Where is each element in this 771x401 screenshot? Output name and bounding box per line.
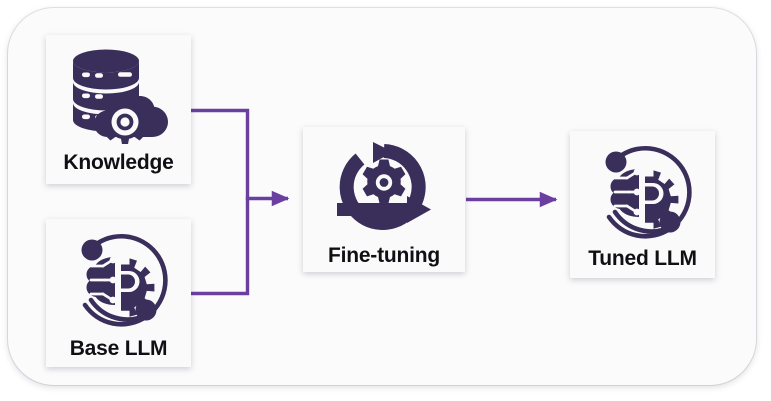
node-base-llm-label: Base LLM [69, 337, 168, 360]
node-knowledge-label: Knowledge [63, 151, 174, 174]
node-knowledge[interactable]: Knowledge [46, 35, 191, 184]
node-tuned-llm-label: Tuned LLM [588, 247, 697, 270]
database-stack-with-gear-cloud-icon [72, 49, 168, 144]
knowledge-icon-wrap [46, 48, 191, 144]
brain-gear-orbit-icon [605, 146, 692, 239]
circular-arrow-gear-process-icon [337, 142, 431, 230]
fine-tuning-icon-wrap [303, 141, 465, 235]
node-base-llm[interactable]: Base LLM [46, 219, 191, 367]
node-tuned-llm[interactable]: Tuned LLM [570, 131, 715, 278]
node-fine-tuning[interactable]: Fine-tuning [303, 127, 465, 272]
base-llm-icon-wrap [46, 230, 191, 330]
node-fine-tuning-label: Fine-tuning [327, 244, 441, 267]
tuned-llm-icon-wrap [570, 142, 715, 242]
brain-gear-orbit-icon [81, 234, 168, 327]
